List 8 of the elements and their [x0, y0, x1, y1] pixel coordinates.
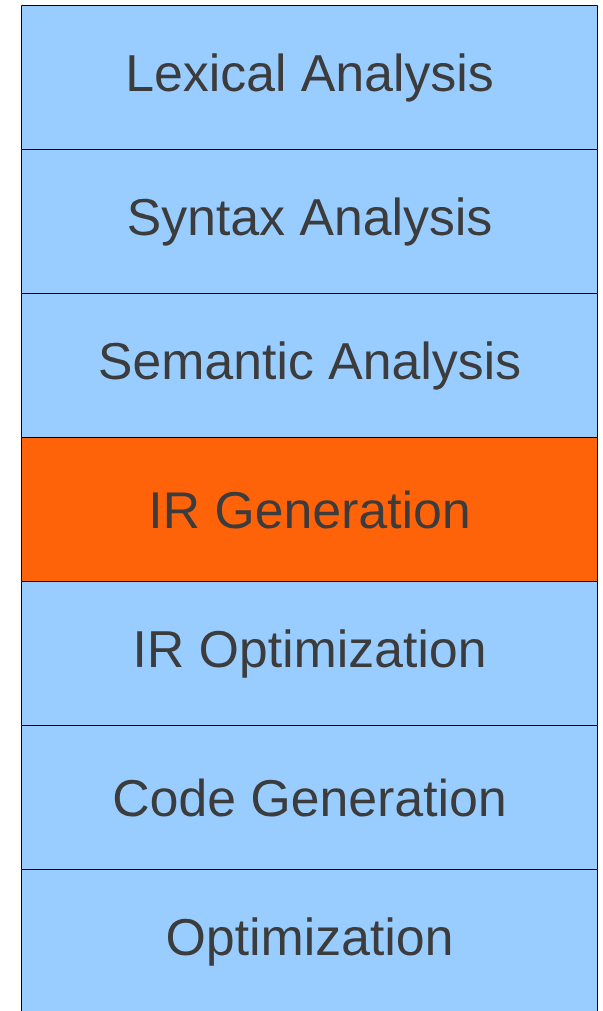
stage-box: Code Generation — [21, 725, 598, 870]
stage-box: Optimization — [21, 869, 598, 1011]
node-label: Optimization — [168, 917, 451, 966]
stage-box: IR Optimization — [21, 581, 598, 726]
stage-box: Lexical Analysis — [21, 5, 598, 150]
stage-box: Semantic Analysis — [21, 293, 598, 438]
stage-box: Syntax Analysis — [21, 149, 598, 294]
stage-box: IR Generation — [21, 437, 598, 582]
